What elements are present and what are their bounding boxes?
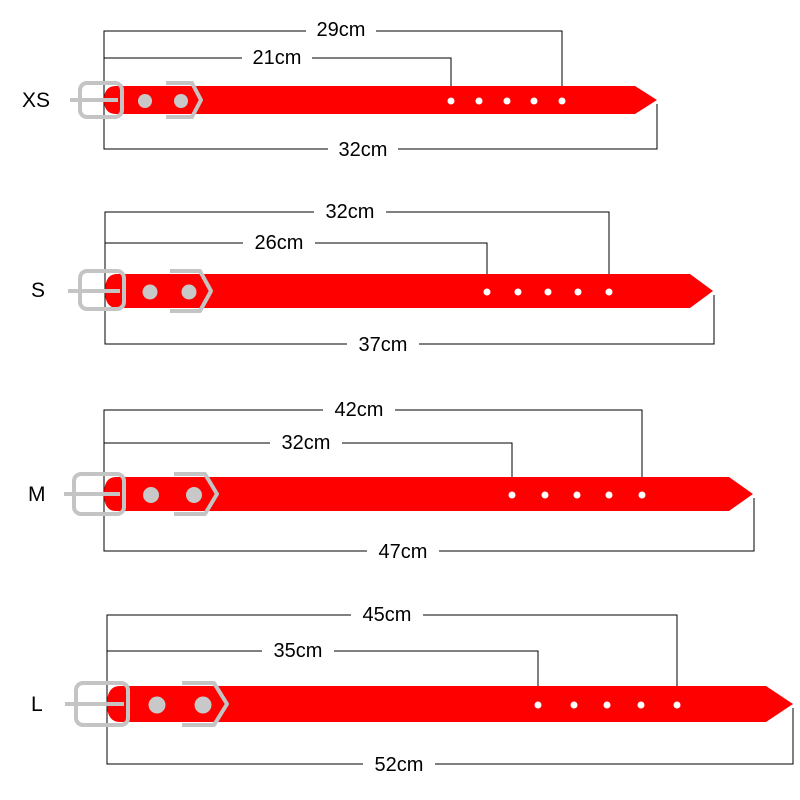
dim-label-min-xs: 21cm	[253, 47, 302, 69]
rivet-hole-xs-2	[174, 94, 188, 108]
strap-xs	[104, 86, 657, 114]
adjust-hole-m-4	[605, 491, 613, 499]
adjust-hole-xs-3	[503, 97, 511, 105]
adjust-hole-s-5	[605, 288, 613, 296]
strap-l	[107, 686, 793, 722]
rivet-hole-m-1	[143, 487, 159, 503]
belt-xs: XS 29cm 21cm 32cm	[22, 17, 658, 161]
adjust-hole-xs-5	[558, 97, 566, 105]
adjust-hole-m-3	[573, 491, 581, 499]
adjust-hole-m-1	[508, 491, 516, 499]
adjust-hole-l-2	[570, 701, 578, 709]
rivet-hole-s-2	[181, 284, 197, 300]
adjust-hole-xs-2	[475, 97, 483, 105]
dim-label-total-s: 37cm	[359, 334, 408, 356]
keeper-m	[174, 472, 219, 516]
keeper-xs	[166, 81, 203, 119]
rivet-hole-xs-1	[138, 94, 152, 108]
dim-label-max-s: 32cm	[326, 201, 375, 223]
adjust-hole-s-1	[483, 288, 491, 296]
belt-l: L 45cm 35cm 52cm	[31, 602, 794, 776]
dim-line-total-l	[106, 704, 794, 765]
dim-label-max-xs: 29cm	[317, 19, 366, 41]
adjust-hole-m-2	[541, 491, 549, 499]
dim-label-max-m: 42cm	[335, 399, 384, 421]
belt-m: M 42cm 32cm 47cm	[28, 397, 755, 563]
adjust-hole-m-5	[638, 491, 646, 499]
dim-label-min-s: 26cm	[255, 232, 304, 254]
size-label-l: L	[31, 693, 43, 716]
keeper-l	[182, 681, 229, 727]
adjust-hole-xs-1	[447, 97, 455, 105]
strap-m	[104, 477, 753, 511]
size-label-xs: XS	[22, 89, 50, 112]
belt-s: S 32cm 26cm 37cm	[31, 199, 715, 356]
size-label-s: S	[31, 279, 45, 302]
rivet-hole-m-2	[186, 487, 202, 503]
dim-label-total-xs: 32cm	[339, 139, 388, 161]
dim-label-min-l: 35cm	[274, 640, 323, 662]
rivet-hole-s-1	[142, 284, 158, 300]
adjust-hole-s-2	[514, 288, 522, 296]
adjust-hole-l-1	[534, 701, 542, 709]
rivet-hole-l-2	[194, 696, 212, 714]
dim-label-total-l: 52cm	[375, 754, 424, 776]
dim-label-total-m: 47cm	[379, 541, 428, 563]
adjust-hole-l-4	[637, 701, 645, 709]
dim-label-max-l: 45cm	[363, 604, 412, 626]
dim-label-min-m: 32cm	[282, 432, 331, 454]
strap-s	[105, 274, 713, 308]
size-label-m: M	[28, 483, 46, 506]
adjust-hole-l-3	[603, 701, 611, 709]
adjust-hole-s-4	[574, 288, 582, 296]
rivet-hole-l-1	[148, 696, 166, 714]
adjust-hole-xs-4	[530, 97, 538, 105]
keeper-s	[170, 269, 213, 313]
adjust-hole-s-3	[544, 288, 552, 296]
adjust-hole-l-5	[673, 701, 681, 709]
